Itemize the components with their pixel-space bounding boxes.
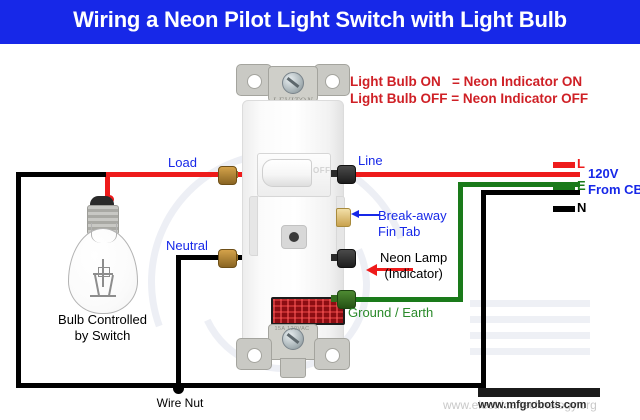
neutral-wire-to-terminal (176, 255, 181, 388)
switch-body: OFF (242, 100, 345, 352)
line-wire-red (345, 172, 580, 177)
legend-swatch-neutral (553, 206, 575, 212)
supply-voltage: 120V (588, 166, 619, 181)
ground-wire-to-supply (458, 182, 580, 187)
ground-wire-horizontal (345, 297, 463, 302)
label-bulb-caption: Bulb Controlled by Switch (58, 312, 147, 343)
bulb-filament-wire-right (107, 274, 114, 297)
label-break-away-fin-tab: Break-away Fin Tab (378, 208, 447, 239)
terminal-load-screw[interactable] (218, 166, 238, 185)
supply-neutral-vertical (481, 190, 486, 388)
terminal-traveler-screw[interactable] (331, 249, 356, 268)
strap-screw-bottom (282, 328, 304, 350)
break-away-fin-tab[interactable] (336, 208, 351, 227)
indicator-behavior-note: Light Bulb ON = Neon Indicator ON Light … (350, 74, 589, 106)
neon-lamp-texture (273, 299, 343, 323)
label-line: Line (358, 153, 383, 168)
neutral-wire-horizontal-to-terminal (176, 255, 243, 260)
background-watermark-bars (470, 300, 590, 390)
fin-tab-pointer-arrowhead (351, 210, 359, 218)
site-watermark-overlay: www.mfgrobots.com (478, 399, 587, 411)
wire-nut-junction-dot (173, 383, 184, 394)
strap-ear-bottom-right (314, 338, 350, 370)
toggle-off-marking: OFF (313, 166, 331, 175)
bulb-filament-base-bar (90, 295, 116, 297)
fin-tab-pointer-line (358, 214, 380, 216)
mounting-strap-top (232, 60, 352, 106)
neutral-wire-bottom (16, 383, 486, 388)
toggle-lever[interactable] (262, 159, 312, 187)
label-load: Load (168, 155, 197, 170)
legend-letter-neutral: N (577, 200, 587, 215)
terminal-line-screw[interactable] (331, 165, 356, 184)
device-center-mounting-hole (281, 225, 307, 249)
toggle-recess[interactable]: OFF (257, 153, 331, 197)
strap-ear-bottom-left (236, 338, 272, 370)
load-wire-red (109, 172, 243, 177)
strap-rating-text: 15A 120VAC (274, 326, 310, 332)
label-wire-nut: Wire Nut (156, 396, 204, 410)
neon-pilot-light-switch[interactable]: LEVITON OFF 15A 120VAC (232, 60, 352, 390)
bulb-filament-support (98, 267, 110, 277)
neon-lamp-pointer-line (377, 268, 413, 271)
neutral-wire-left-vertical (16, 172, 21, 388)
label-ground-earth: Ground / Earth (348, 305, 434, 320)
site-watermark-overlay-bar (478, 388, 600, 397)
supply-source: From CB (588, 182, 640, 197)
header-bar (0, 0, 640, 44)
light-bulb (63, 196, 141, 316)
legend-letter-line: L (577, 156, 585, 171)
label-neon-lamp: Neon Lamp (Indicator) (380, 250, 448, 281)
bulb-filament-wire-left (94, 274, 100, 297)
label-neutral: Neutral (166, 238, 208, 253)
neutral-wire-bulb-top (16, 172, 106, 177)
bulb-filament-cross-right (103, 273, 113, 275)
mounting-strap-bottom (232, 322, 352, 378)
legend-swatch-line (553, 162, 575, 168)
legend-swatch-earth (553, 184, 575, 190)
strap-ear-top-right (314, 64, 350, 96)
strap-ear-top-left (236, 64, 272, 96)
bulb-contact-cap (90, 196, 114, 207)
supply-conductor-legend: L E N (553, 156, 587, 222)
terminal-ground-screw[interactable] (331, 290, 356, 309)
switch-body-notch-left (249, 196, 258, 256)
site-watermark-background: www.electricaltechnology.org (443, 398, 597, 412)
supply-neutral-horizontal (481, 190, 580, 195)
bulb-filament-cross-left (93, 273, 103, 275)
page-title: Wiring a Neon Pilot Light Switch with Li… (73, 7, 567, 32)
strap-screw-top (282, 72, 304, 94)
neon-lamp-pointer-arrowhead (366, 264, 377, 276)
bulb-glass-envelope (68, 223, 138, 314)
strap-ground-tab-bottom (280, 358, 306, 378)
ground-wire-vertical (458, 182, 463, 302)
load-wire-drop-red (105, 172, 110, 198)
legend-letter-earth: E (577, 178, 586, 193)
terminal-neutral-screw[interactable] (218, 249, 238, 268)
